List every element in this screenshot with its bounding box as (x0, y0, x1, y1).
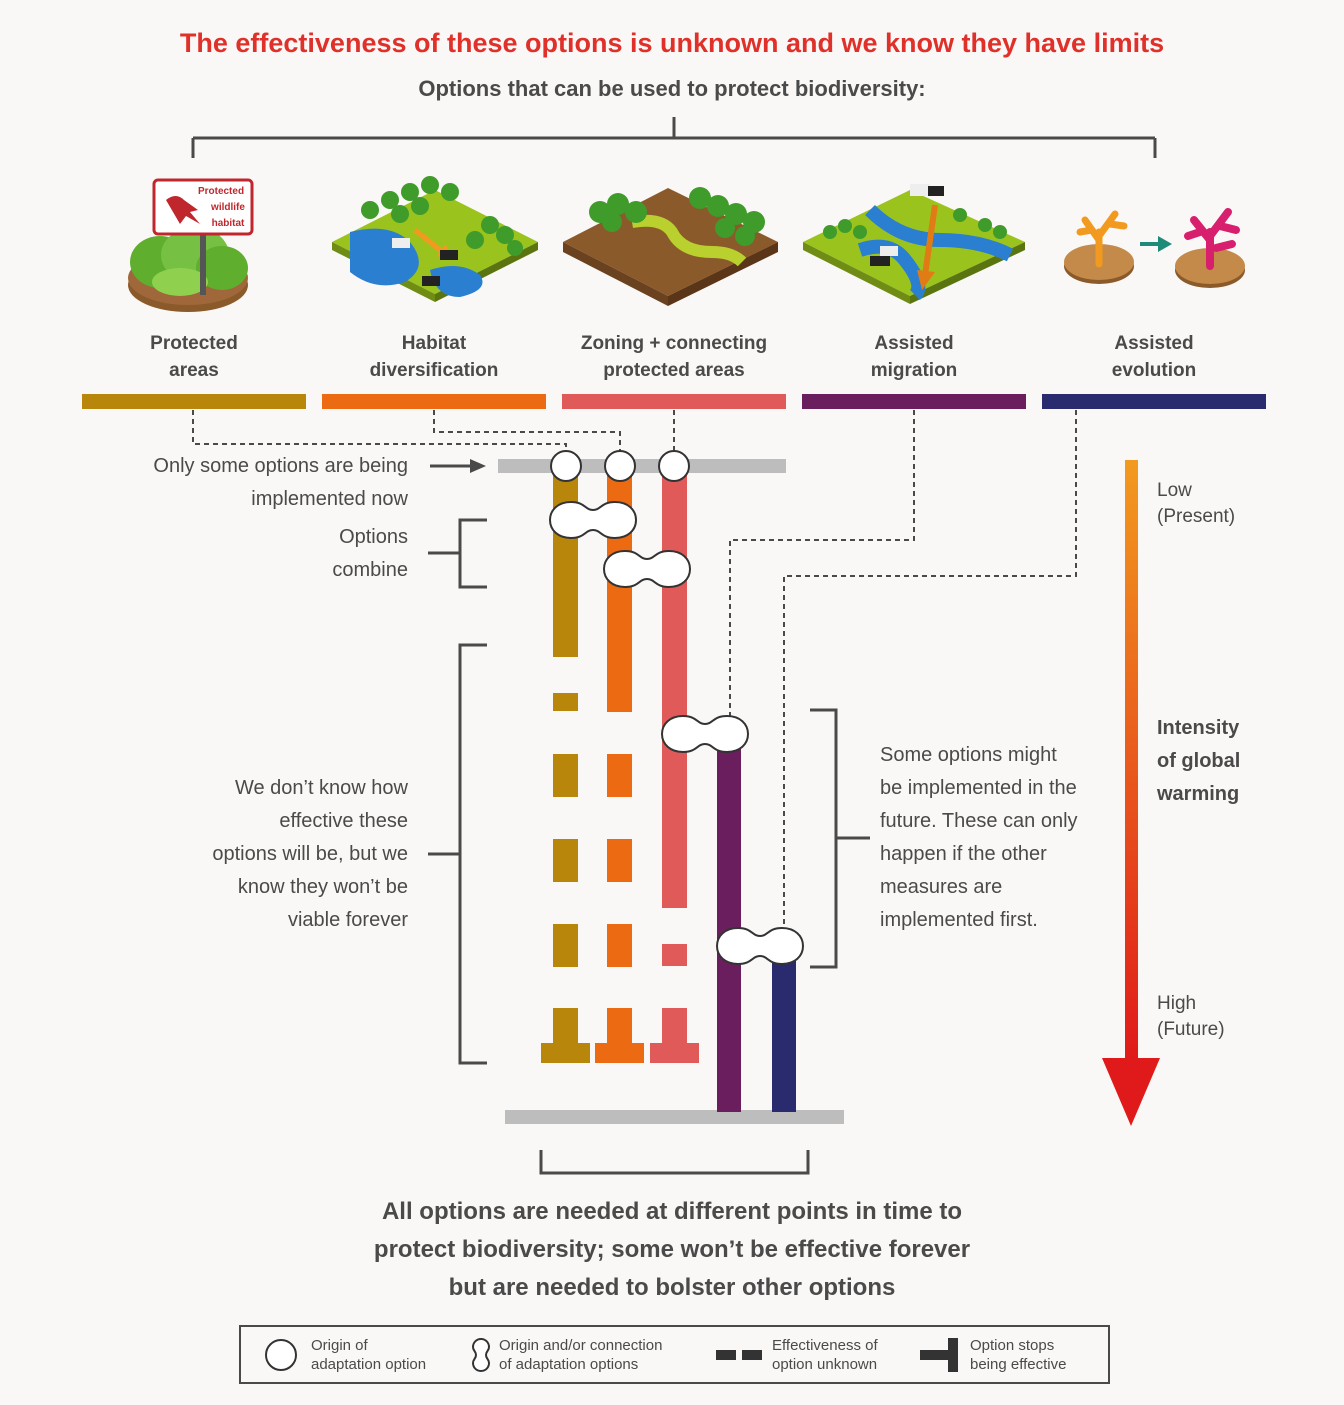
dashed-connectors (192, 410, 1077, 930)
conclusion-text: All options are needed at different poin… (373, 1198, 971, 1301)
protected-areas-track (541, 470, 590, 1063)
end-cap-icon (920, 1338, 958, 1372)
connection-peanut-icon (471, 1337, 491, 1373)
bar-zoning-connecting (562, 394, 786, 409)
bar-protected-areas (82, 394, 306, 409)
zoning-connecting-track (650, 470, 699, 1063)
present-timeline (498, 459, 786, 473)
migration-landscape-icon (803, 184, 1025, 304)
sign-text-2: wildlife (210, 202, 245, 213)
high-future-label: High(Future) (1157, 993, 1225, 1040)
origin-circle-icon (265, 1339, 297, 1371)
coral-evolution-icon (1064, 208, 1245, 288)
future-bracket (810, 708, 870, 969)
unknown-effectiveness-text: We don’t know how effective these option… (212, 777, 408, 931)
page-subtitle: Options that can be used to protect biod… (418, 76, 926, 101)
origin-circle-icon (604, 450, 636, 482)
corridor-landscape-icon (563, 187, 778, 306)
assisted-evolution-track (772, 950, 796, 1112)
connection-peanut-icon (715, 926, 805, 966)
sign-text-1: Protected (198, 186, 244, 197)
bar-habitat-diversification (322, 394, 546, 409)
options-bracket (191, 117, 1157, 158)
origin-circles (550, 450, 690, 482)
unknown-bracket (428, 643, 487, 1065)
habitat-landscape-icon (332, 176, 538, 302)
protected-area-icon (128, 178, 254, 312)
origin-circle-icon (550, 450, 582, 482)
connection-peanut-icon (602, 549, 692, 589)
combine-bracket (428, 518, 487, 589)
future-timeline (505, 1110, 844, 1124)
connection-peanut-icon (548, 500, 638, 540)
warming-arrow (1102, 460, 1160, 1126)
page-title: The effectiveness of these options is un… (179, 28, 1165, 58)
implemented-now-arrow (430, 459, 486, 473)
assisted-migration-track (717, 740, 741, 1112)
origin-circle-icon (658, 450, 690, 482)
conclusion-bracket (539, 1150, 810, 1175)
bar-assisted-evolution (1042, 394, 1266, 409)
connection-peanut-icon (660, 714, 750, 754)
legend-box (239, 1325, 1110, 1384)
dashed-line-icon (716, 1350, 762, 1360)
sign-text-3: habitat (212, 218, 245, 229)
bar-assisted-migration (802, 394, 1026, 409)
low-present-label: Low(Present) (1157, 480, 1236, 527)
future-text: Some options might be implemented in the… (880, 744, 1078, 931)
